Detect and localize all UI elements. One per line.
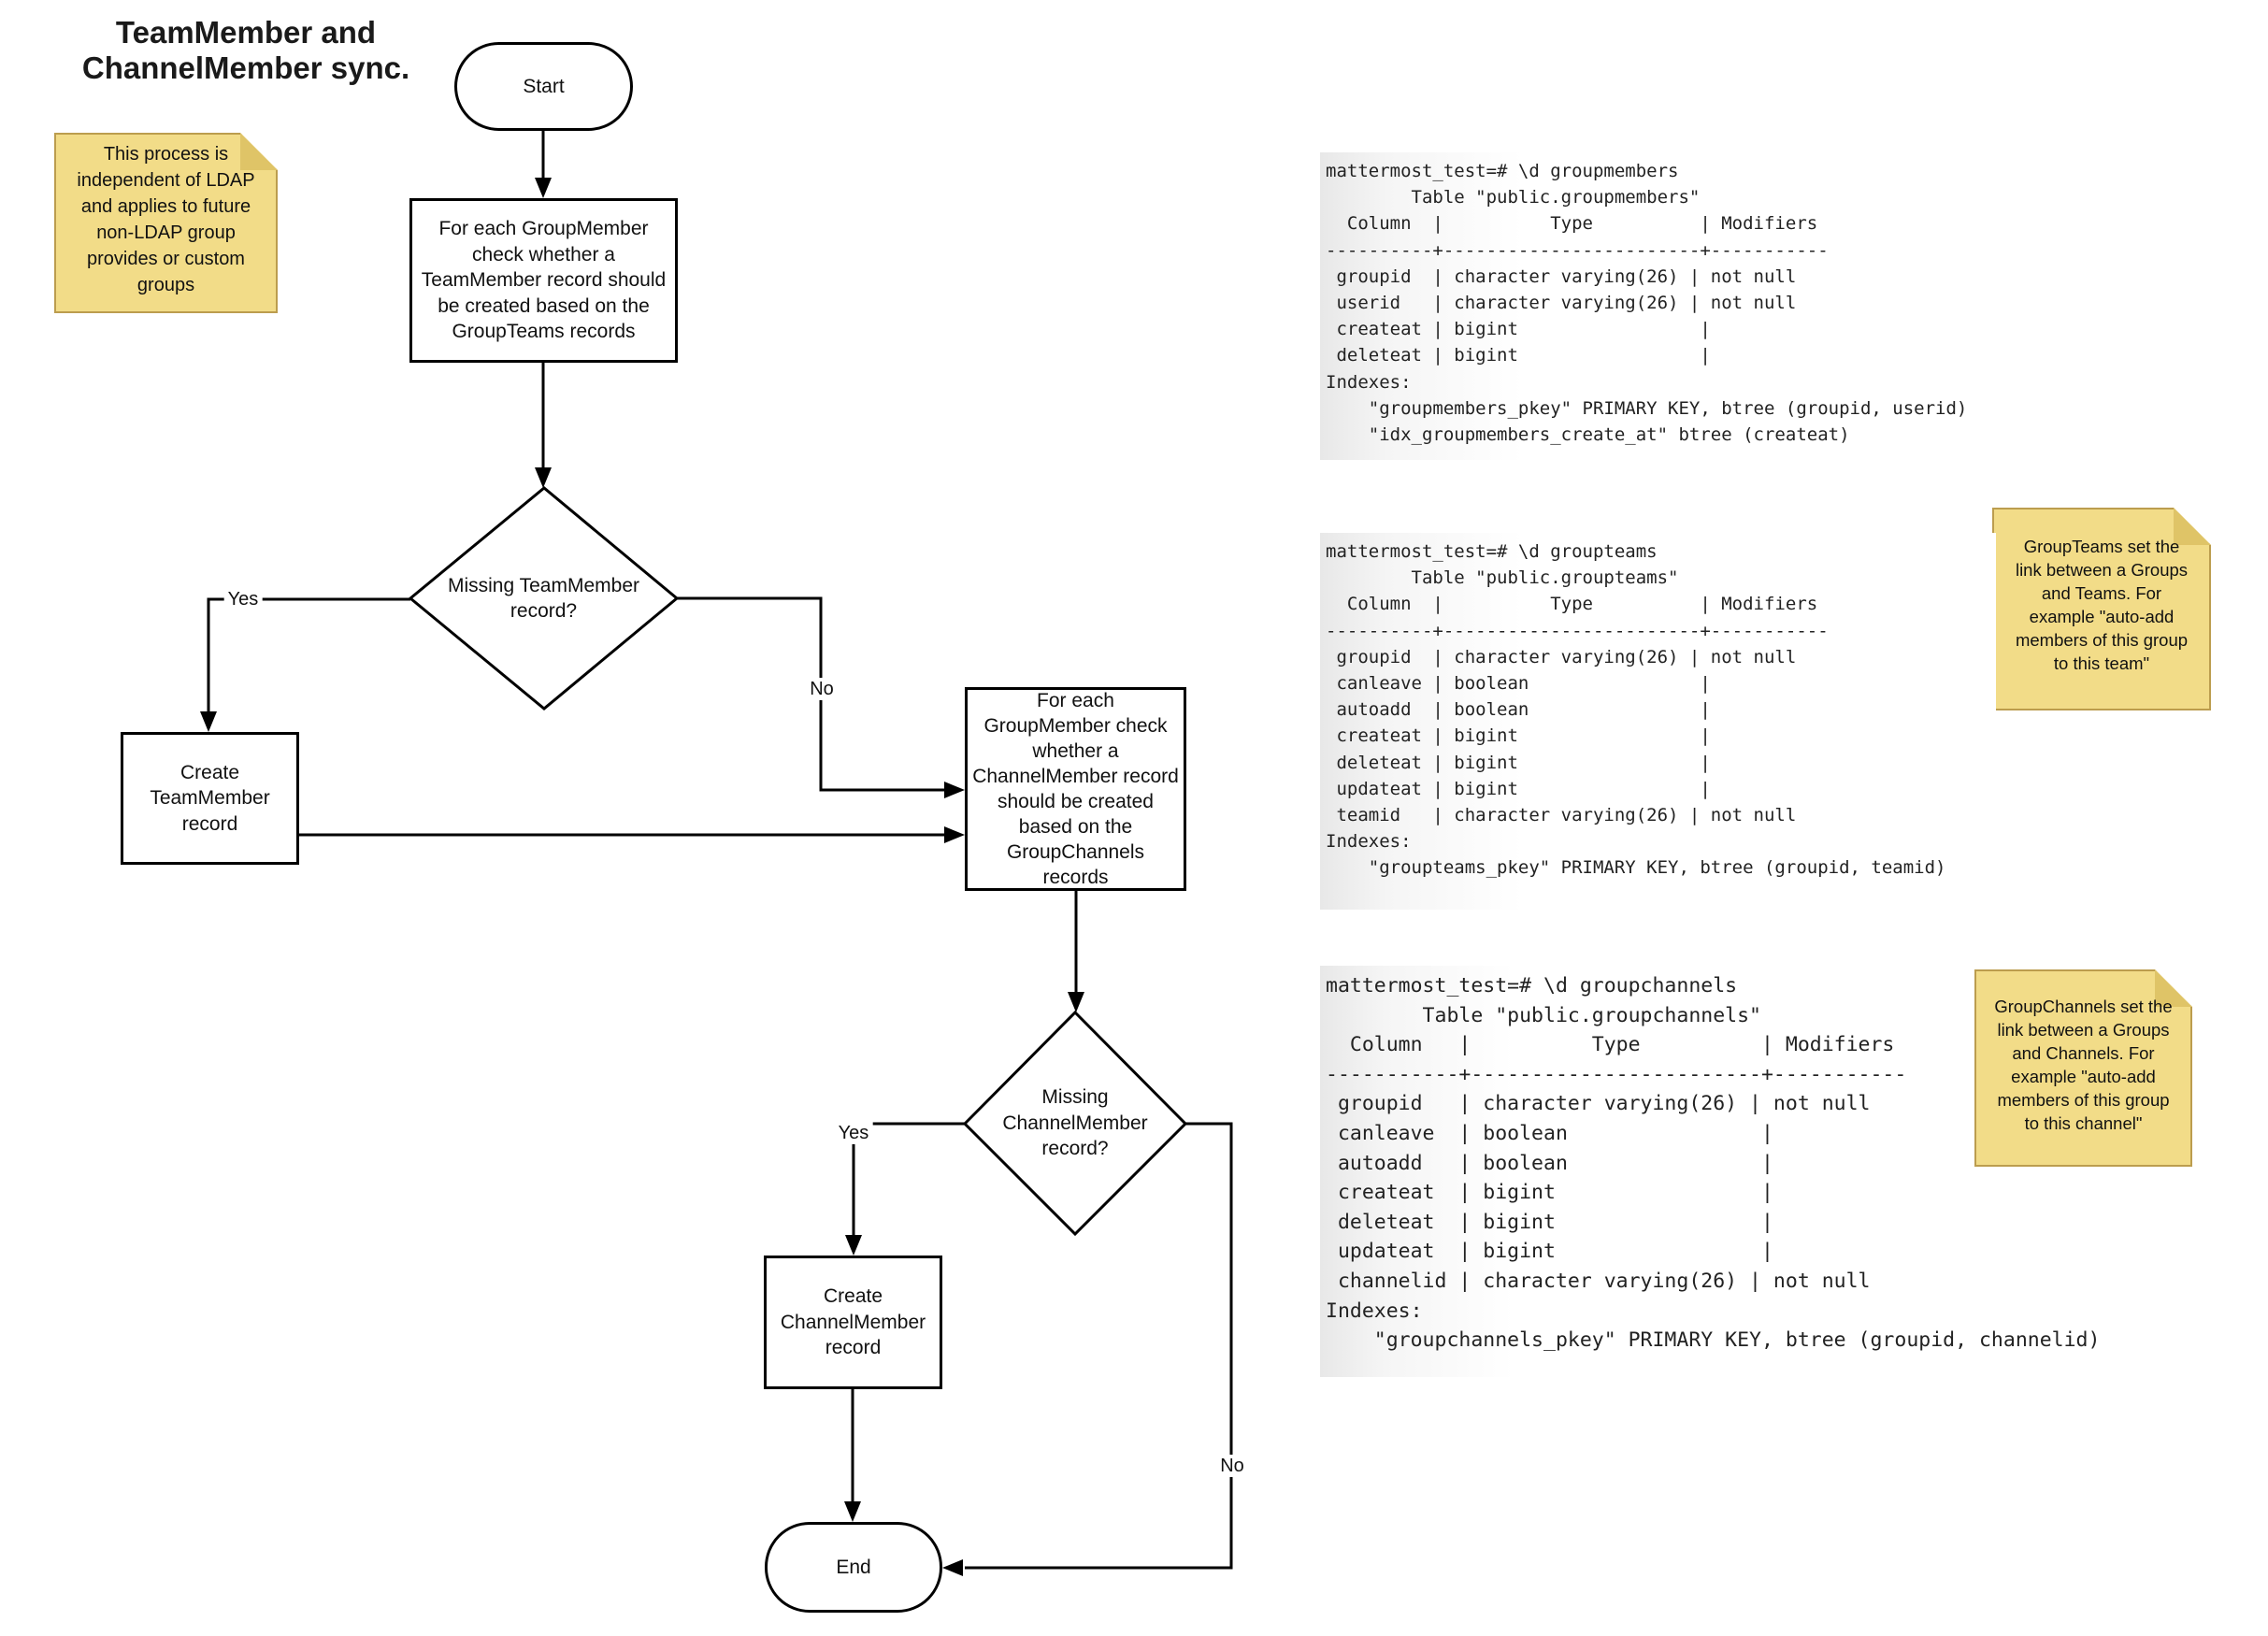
sticky-note-groupchannels: GroupChannels set the link between a Gro… [1974,969,2192,1167]
arrowhead-down-icon [535,178,552,198]
psql-output-groupmembers: mattermost_test=# \d groupmembers Table … [1326,161,1968,446]
decision-teammember-shape [408,486,680,710]
diagram-title: TeamMember and ChannelMember sync. [81,15,410,85]
note-text: This process is independent of LDAP and … [77,144,255,295]
psql-output-groupteams: mattermost_test=# \d groupteams Table "p… [1326,541,1946,879]
node-decision-teammember: Missing TeamMember record? [447,574,639,623]
arrowhead-left-icon [942,1559,963,1576]
arrowhead-down-icon [845,1235,862,1256]
edge-label-yes-2: Yes [834,1122,873,1144]
note-fold-icon [2174,508,2211,545]
note-text: GroupTeams set the link between a Groups… [2015,537,2189,673]
node-create-teammember: Create TeamMember record [121,732,299,865]
node-check-channelmember: For each GroupMember check whether a Cha… [965,687,1186,891]
edge-label-no-1: No [806,678,838,700]
arrowhead-down-icon [200,711,217,732]
edge-label-no-2: No [1216,1455,1248,1477]
psql-block-groupchannels: mattermost_test=# \d groupchannels Table… [1320,966,2100,1377]
psql-block-groupmembers: mattermost_test=# \d groupmembers Table … [1320,152,1996,460]
arrowhead-down-icon [535,467,552,488]
note-text: GroupChannels set the link between a Gro… [1994,997,2173,1133]
arrowhead-down-icon [844,1501,861,1522]
node-start: Start [454,42,633,131]
arrowhead-right-icon [944,782,965,798]
node-check-teammember: For each GroupMember check whether a Tea… [409,198,678,363]
note-fold-icon [240,133,278,170]
edge-label-yes-1: Yes [223,588,263,610]
arrowhead-down-icon [1068,992,1084,1012]
node-end: End [765,1522,942,1613]
decision-channelmember-shape [962,1010,1188,1237]
sticky-note-groupteams: GroupTeams set the link between a Groups… [1992,508,2211,710]
arrowhead-right-icon [944,826,965,843]
node-decision-channelmember: Missing ChannelMember record? [1002,1086,1148,1160]
psql-block-groupteams: mattermost_test=# \d groupteams Table "p… [1320,533,1996,910]
note-fold-icon [2155,969,2192,1007]
edge-decision2-no [965,1122,1233,1570]
edge-decision1-yes [207,597,410,713]
sticky-note-ldap: This process is independent of LDAP and … [54,133,278,313]
node-create-channelmember: Create ChannelMember record [764,1256,942,1389]
